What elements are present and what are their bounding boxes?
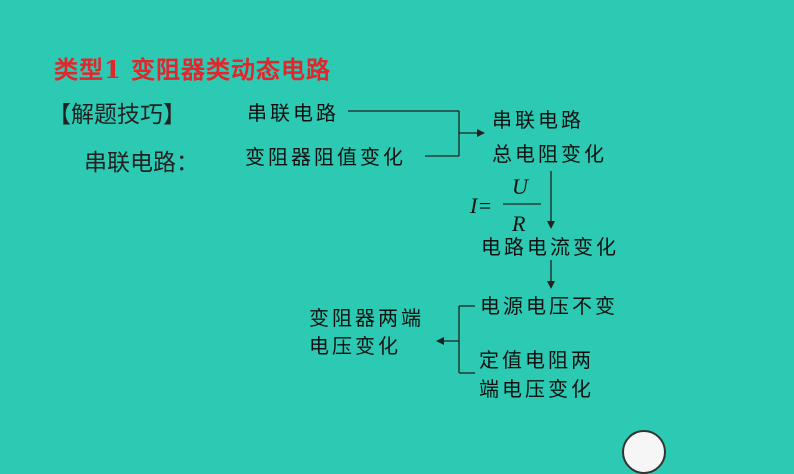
formula-i: I= xyxy=(470,193,493,218)
series-circuit-label: 串联电路： xyxy=(84,150,199,176)
formula-denominator: R xyxy=(512,211,526,236)
node-series-circuit: 串联电路 xyxy=(247,101,339,125)
page-title: 类型1 变阻器类动态电路 xyxy=(54,55,332,84)
node-rheostat-resistance-change: 变阻器阻值变化 xyxy=(245,145,406,169)
node-total-resistance-change: 总电阻变化 xyxy=(492,142,607,166)
node-series-circuit-2: 串联电路 xyxy=(492,108,584,132)
node-fixed-resistor-voltage-line2: 端电压变化 xyxy=(479,377,594,401)
node-source-voltage-constant: 电源电压不变 xyxy=(480,294,618,318)
tip-label: 【解题技巧】 xyxy=(48,102,186,128)
node-fixed-resistor-voltage-line1: 定值电阻两 xyxy=(479,348,594,372)
flow-connectors xyxy=(348,110,555,374)
formula-numerator: U xyxy=(512,174,528,199)
node-rheostat-voltage-line1: 变阻器两端 xyxy=(309,306,424,330)
slide: 类型1 变阻器类动态电路 【解题技巧】 串联电路： 串联电路 变阻器阻值变化 串… xyxy=(48,55,666,474)
node-current-change: 电路电流变化 xyxy=(481,235,619,259)
node-rheostat-voltage-line2: 电压变化 xyxy=(309,334,401,358)
mascot-icon xyxy=(622,430,666,474)
